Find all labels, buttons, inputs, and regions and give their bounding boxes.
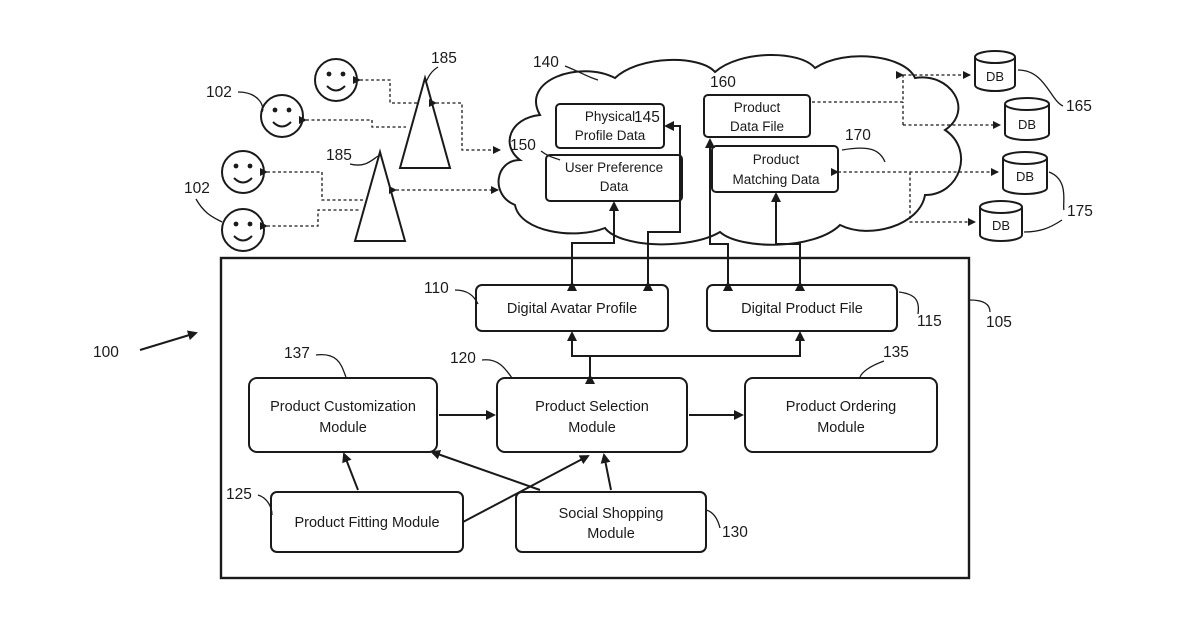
ref-110: 110	[424, 280, 449, 297]
ref-130: 130	[722, 524, 748, 541]
ref-150: 150	[510, 137, 536, 154]
tower-icon	[355, 152, 405, 241]
physical-profile-data-line1: Physical	[585, 109, 635, 124]
db-icon: DB	[1005, 98, 1049, 140]
user-group-top	[261, 59, 357, 137]
ref-135: 135	[883, 344, 909, 361]
db-links	[812, 75, 1000, 222]
ref-100: 100	[93, 344, 119, 361]
smiley-face-icon	[222, 151, 264, 193]
db-icon: DB	[975, 51, 1015, 91]
ref-160: 160	[710, 74, 736, 91]
ref-125: 125	[226, 486, 252, 503]
product-fitting-label: Product Fitting Module	[294, 515, 439, 531]
database-cylinders: DB DB DB DB	[975, 51, 1049, 241]
user-group-bottom	[222, 151, 264, 251]
product-customization-line1: Product Customization	[270, 399, 416, 415]
product-selection-line1: Product Selection	[535, 399, 649, 415]
tower-icon	[400, 78, 450, 168]
db-label: DB	[1016, 169, 1034, 184]
product-matching-data-box: Product Matching Data	[712, 146, 838, 192]
digital-avatar-profile-label: Digital Avatar Profile	[507, 301, 637, 317]
db-label: DB	[1018, 117, 1036, 132]
ref-137: 137	[284, 345, 310, 362]
db-label: DB	[986, 69, 1004, 84]
ref-140: 140	[533, 54, 559, 71]
social-shopping-module-box: Social Shopping Module	[516, 492, 706, 552]
ref-102-top: 102	[206, 84, 232, 101]
product-ordering-line1: Product Ordering	[786, 399, 896, 415]
db-icon: DB	[1003, 152, 1047, 194]
ref-185-top: 185	[431, 50, 457, 67]
product-customization-module-box: Product Customization Module	[249, 378, 437, 452]
product-ordering-line2: Module	[817, 420, 865, 436]
digital-product-file-box: Digital Product File	[707, 285, 897, 331]
ref-105: 105	[986, 314, 1012, 331]
user-preference-data-line1: User Preference	[565, 160, 663, 175]
social-shopping-line1: Social Shopping	[559, 506, 664, 522]
smiley-face-icon	[261, 95, 303, 137]
product-matching-data-line1: Product	[753, 152, 800, 167]
db-label: DB	[992, 218, 1010, 233]
product-data-file-line2: Data File	[730, 119, 784, 134]
ref-185-bottom: 185	[326, 147, 352, 164]
user-preference-data-box: User Preference Data	[546, 155, 682, 201]
digital-avatar-profile-box: Digital Avatar Profile	[476, 285, 668, 331]
product-ordering-module-box: Product Ordering Module	[745, 378, 937, 452]
smiley-face-icon	[315, 59, 357, 101]
ref-120: 120	[450, 350, 476, 367]
ref-145: 145	[634, 109, 660, 126]
user-preference-data-line2: Data	[600, 179, 629, 194]
product-matching-data-line2: Matching Data	[732, 172, 820, 187]
module-arrows	[140, 126, 800, 522]
product-data-file-box: Product Data File	[704, 95, 810, 137]
product-data-file-line1: Product	[734, 100, 781, 115]
product-customization-line2: Module	[319, 420, 367, 436]
product-selection-line2: Module	[568, 420, 616, 436]
db-icon: DB	[980, 201, 1022, 241]
ref-102-bottom: 102	[184, 180, 210, 197]
digital-product-file-label: Digital Product File	[741, 301, 863, 317]
smiley-face-icon	[222, 209, 264, 251]
ref-115: 115	[917, 313, 942, 330]
ref-165: 165	[1066, 98, 1092, 115]
social-shopping-line2: Module	[587, 526, 635, 542]
ref-175: 175	[1067, 203, 1093, 220]
physical-profile-data-line2: Profile Data	[575, 128, 646, 143]
product-fitting-module-box: Product Fitting Module	[271, 492, 463, 552]
product-selection-module-box: Product Selection Module	[497, 378, 687, 452]
ref-170: 170	[845, 127, 871, 144]
